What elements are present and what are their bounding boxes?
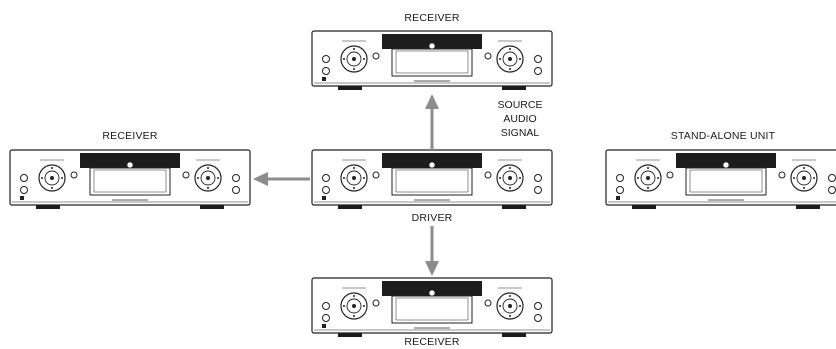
arrow-up <box>425 94 439 150</box>
receiver-unit-bottom <box>311 277 553 338</box>
label-source-line3: SIGNAL <box>500 127 540 139</box>
label-receiver-bottom: RECEIVER <box>404 336 460 348</box>
label-driver: DRIVER <box>411 212 453 224</box>
label-receiver-top: RECEIVER <box>404 12 460 24</box>
label-standalone: STAND-ALONE UNIT <box>670 130 776 142</box>
receiver-unit-left <box>9 149 251 210</box>
driver-unit <box>311 149 553 210</box>
standalone-unit <box>605 149 836 210</box>
label-source-line1: SOURCE <box>497 99 543 111</box>
label-source-line2: AUDIO <box>503 113 537 125</box>
label-source-audio-signal: SOURCE AUDIO SIGNAL <box>490 98 550 140</box>
label-receiver-left: RECEIVER <box>102 130 158 142</box>
receiver-unit-top <box>311 30 553 91</box>
arrow-left <box>253 172 310 186</box>
arrow-down <box>425 226 439 276</box>
